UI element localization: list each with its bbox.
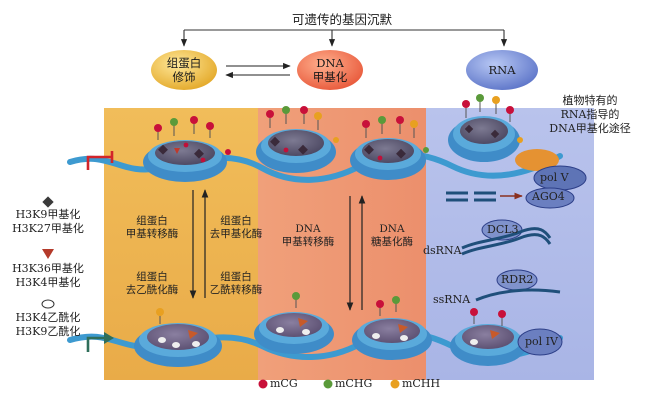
rna-node xyxy=(466,50,538,90)
histone-node-line1: 组蛋白 xyxy=(166,56,202,70)
legend-k4ac-line: H3K4乙酰化 xyxy=(15,311,81,324)
dnmt-line1: DNA xyxy=(295,223,321,235)
hmt-line2: 甲基转移酶 xyxy=(125,228,179,240)
ssrna-label: ssRNA xyxy=(433,293,471,306)
methyl-legend xyxy=(258,379,400,389)
plant-note: 植物特有的 RNA指导的 DNA甲基化途径 xyxy=(549,94,630,136)
mchh-legend-label: mCHH xyxy=(402,377,441,390)
rdr2-label: RDR2 xyxy=(501,273,534,286)
plant-note-line2: RNA指导的 xyxy=(560,108,620,121)
activation-arrow-icon xyxy=(86,332,114,352)
mcg-legend-icon xyxy=(258,379,268,389)
hdac-line1: 组蛋白 xyxy=(136,271,168,283)
hdm-line2: 去甲基化酶 xyxy=(209,228,263,240)
histone-dna-double-arrow xyxy=(225,62,291,79)
hmt-line1: 组蛋白 xyxy=(136,215,168,227)
legend-k9-line: H3K9甲基化 xyxy=(15,208,81,221)
nucleosome-bottom-2 xyxy=(254,312,334,354)
diagram-title: 可遗传的基因沉默 xyxy=(291,12,393,27)
legend-k9ac-line: H3K9乙酰化 xyxy=(15,325,81,338)
hdac-line2: 去乙酰化酶 xyxy=(125,284,179,296)
dna-methylation-node xyxy=(297,50,363,90)
histone-reversible-arrows xyxy=(189,189,209,299)
glycosylase-line1: DNA xyxy=(379,223,405,235)
legend-k36-line: H3K36甲基化 xyxy=(12,262,84,275)
pol-iv-shape xyxy=(517,328,563,356)
legend-acetylation: H3K4乙酰化 H3K9乙酰化 xyxy=(16,311,81,339)
glycosylase-line2: 糖基化酶 xyxy=(371,236,413,248)
dna-glycosylase-label: DNA 糖基化酶 xyxy=(371,223,413,249)
nucleosome-top-2 xyxy=(256,129,336,173)
dna-methyltransferase-label: DNA 甲基转移酶 xyxy=(282,223,335,249)
hdm-line1: 组蛋白 xyxy=(220,215,252,227)
rdr2-group xyxy=(475,269,561,302)
nucleosome-top-1 xyxy=(143,140,227,182)
repression-icon xyxy=(86,151,114,170)
mcg-legend-label: mCG xyxy=(270,377,298,390)
histone-demethylase-label: 组蛋白 去甲基化酶 xyxy=(210,215,263,241)
oval-mark-icon xyxy=(41,299,55,309)
ago4-label: AGO4 xyxy=(532,190,565,203)
histone-deacetylase-label: 组蛋白 去乙酰化酶 xyxy=(126,271,179,297)
dcl3-group xyxy=(461,219,552,256)
histone-acetyltransferase-label: 组蛋白 乙酰转移酶 xyxy=(210,271,263,297)
methyl-marks-bottom xyxy=(156,292,506,326)
pol-v-complex xyxy=(515,149,587,209)
mchg-legend-icon xyxy=(323,379,333,389)
dnmt-line2: 甲基转移酶 xyxy=(281,236,335,248)
dna-reversible-arrows xyxy=(346,195,366,311)
nucleosome-bottom-4 xyxy=(450,324,526,366)
rna-node-label: RNA xyxy=(488,63,516,77)
diamond-mark-icon xyxy=(42,196,54,208)
dsrna-label: dsRNA xyxy=(423,244,462,257)
pol-v-label: pol V xyxy=(540,171,569,184)
dcl3-label: DCL3 xyxy=(487,223,519,236)
nucleosome-top-4 xyxy=(448,116,520,162)
pol-iv-label: pol IV xyxy=(525,335,558,348)
dna-node-label: DNA 甲基化 xyxy=(313,56,348,84)
sirna-dashes xyxy=(446,191,523,202)
nucleosome-top-3 xyxy=(350,138,426,180)
histone-node-label: 组蛋白 修饰 xyxy=(167,56,202,84)
methyl-marks-top xyxy=(154,94,523,155)
triangle-mark-icon xyxy=(42,249,54,259)
mchg-legend-label: mCHG xyxy=(335,377,373,390)
legend-k4-line: H3K4甲基化 xyxy=(15,276,81,289)
nucleosome-bottom-1 xyxy=(134,323,222,367)
dna-node-line2: 甲基化 xyxy=(312,70,348,84)
hat-line1: 组蛋白 xyxy=(220,271,252,283)
histone-node-line2: 修饰 xyxy=(172,70,196,84)
hat-line2: 乙酰转移酶 xyxy=(209,284,263,296)
mchh-legend-icon xyxy=(390,379,400,389)
nucleosome-bottom-3 xyxy=(352,318,432,360)
plant-note-line3: DNA甲基化途径 xyxy=(549,122,631,135)
histone-modification-node xyxy=(151,50,217,90)
dna-node-line1: DNA xyxy=(316,56,344,70)
legend-k27-line: H3K27甲基化 xyxy=(12,222,84,235)
legend-k9-k27: H3K9甲基化 H3K27甲基化 xyxy=(12,208,84,236)
histone-methyltransferase-label: 组蛋白 甲基转移酶 xyxy=(126,215,179,241)
title-bracket xyxy=(180,29,508,47)
plant-note-line1: 植物特有的 xyxy=(562,94,618,107)
legend-k36-k4: H3K36甲基化 H3K4甲基化 xyxy=(12,262,84,290)
